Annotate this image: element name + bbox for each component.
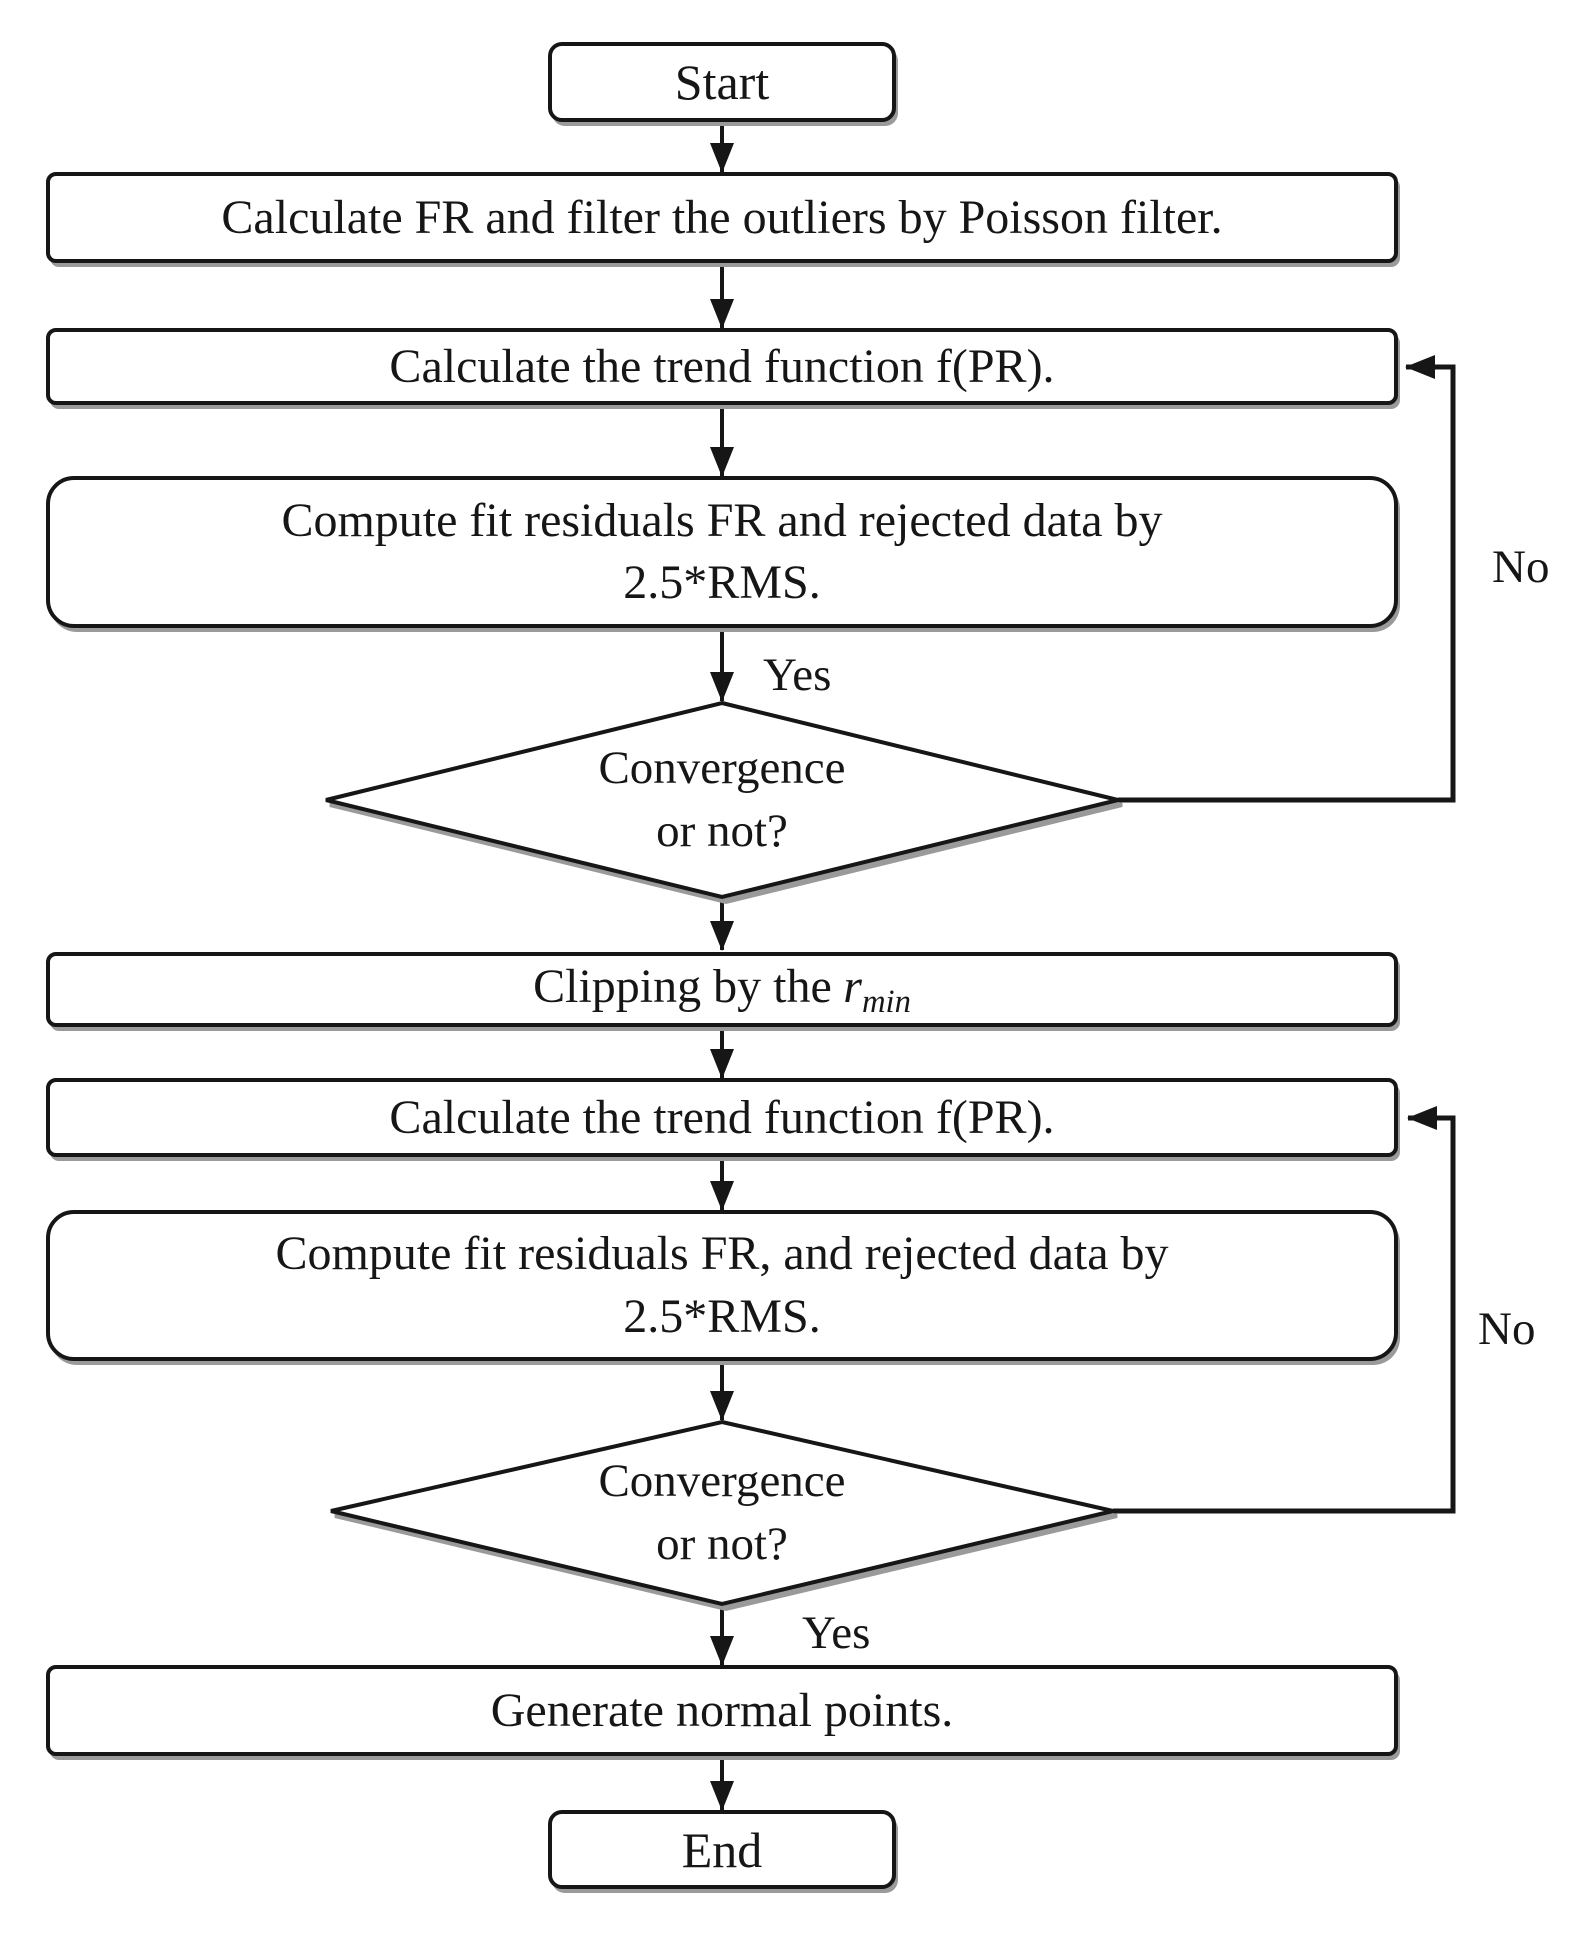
no-loop-arrows xyxy=(1113,355,1456,1514)
convergence-1-line2: or not? xyxy=(656,805,788,858)
yes-label-2: Yes xyxy=(802,1607,871,1659)
calculate-fr-poisson-box: Calculate FR and filter the outliers by … xyxy=(46,172,1398,263)
calculate-fr-poisson-label: Calculate FR and filter the outliers by … xyxy=(221,191,1223,244)
convergence-2-line2: or not? xyxy=(656,1518,788,1571)
yes-label-1: Yes xyxy=(763,649,832,701)
trend-function-label-2: Calculate the trend function f(PR). xyxy=(389,1091,1055,1144)
clipping-variable: r xyxy=(843,959,862,1013)
no-label-2: No xyxy=(1478,1303,1536,1355)
compute-residuals-2-line1: Compute fit residuals FR, and rejected d… xyxy=(275,1227,1169,1281)
start-node: Start xyxy=(548,42,896,122)
trend-function-box-1: Calculate the trend function f(PR). xyxy=(46,328,1398,405)
compute-residuals-box-2: Compute fit residuals FR, and rejected d… xyxy=(46,1210,1398,1361)
generate-normal-points-box: Generate normal points. xyxy=(46,1665,1398,1756)
compute-residuals-box-1: Compute fit residuals FR and rejected da… xyxy=(46,476,1398,628)
clipping-subscript: min xyxy=(861,983,911,1020)
compute-residuals-1-line1: Compute fit residuals FR and rejected da… xyxy=(281,493,1163,547)
no-label-1: No xyxy=(1492,541,1550,593)
end-node: End xyxy=(548,1810,896,1889)
end-label: End xyxy=(681,1821,763,1878)
convergence-diamond-1-text: Convergence or not? xyxy=(422,737,1022,864)
clipping-prefix: Clipping by the xyxy=(533,959,832,1013)
convergence-2-line1: Convergence xyxy=(598,1455,846,1507)
start-label: Start xyxy=(674,54,770,110)
convergence-diamond-1 xyxy=(325,700,1123,905)
convergence-diamond-2 xyxy=(330,1419,1118,1612)
generate-normal-points-label: Generate normal points. xyxy=(490,1684,954,1737)
compute-residuals-1-line2: 2.5*RMS. xyxy=(623,556,821,609)
trend-function-label-1: Calculate the trend function f(PR). xyxy=(389,340,1055,393)
convergence-1-line1: Convergence xyxy=(598,742,846,794)
convergence-diamond-2-text: Convergence or not? xyxy=(422,1450,1022,1577)
trend-function-box-2: Calculate the trend function f(PR). xyxy=(46,1078,1398,1157)
compute-residuals-2-line2: 2.5*RMS. xyxy=(623,1289,821,1343)
